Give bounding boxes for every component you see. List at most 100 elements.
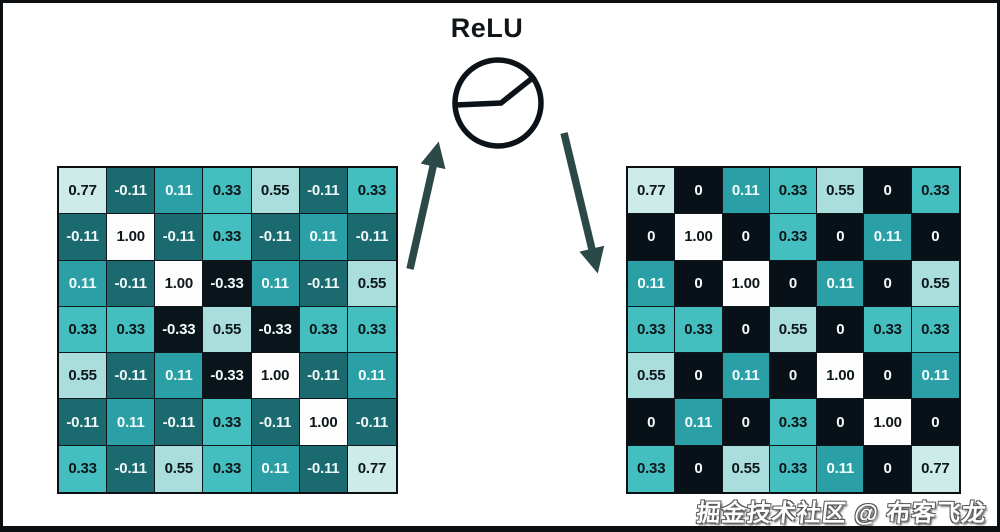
matrix-cell: 0.33 [203, 214, 252, 261]
matrix-cell: 0 [675, 168, 723, 215]
matrix-cell: 0.77 [628, 168, 676, 215]
matrix-cell: 0.77 [59, 168, 108, 215]
matrix-cell: 0 [864, 260, 912, 307]
matrix-cell: 0 [817, 306, 865, 354]
matrix-cell: 0.55 [722, 445, 770, 492]
matrix-cell: 0 [722, 306, 770, 354]
relu-diagram-graphics [406, 57, 605, 274]
matrix-cell: 0.55 [628, 353, 676, 400]
matrix-cell: -0.11 [299, 445, 348, 492]
relu-function-icon [452, 57, 544, 149]
matrix-cell: 0.33 [203, 168, 252, 215]
matrix-cell: -0.11 [107, 353, 156, 400]
matrix-cell: 0.33 [203, 399, 252, 446]
matrix-cell: 0 [864, 445, 912, 492]
matrix-cell: 0.11 [722, 168, 770, 215]
matrix-cell: 0.55 [817, 168, 865, 215]
matrix-cell: -0.11 [155, 214, 204, 261]
matrix-cell: 0 [722, 399, 770, 446]
matrix-cell: 0.33 [911, 168, 959, 215]
matrix-cell: 0 [864, 353, 912, 400]
matrix-cell: 0.55 [251, 168, 300, 215]
matrix-cell: -0.11 [299, 260, 348, 307]
matrix-cell: 0.33 [59, 306, 108, 354]
matrix-cell: 0.11 [251, 260, 300, 307]
matrix-cell: 0 [817, 399, 865, 446]
input-arrow-icon [406, 141, 446, 270]
matrix-cell: -0.11 [107, 260, 156, 307]
matrix-cell: 0 [628, 399, 676, 446]
matrix-cell: -0.11 [251, 214, 300, 261]
matrix-cell: 0.77 [347, 445, 396, 492]
matrix-cell: 0.11 [59, 260, 108, 307]
matrix-cell: 0.55 [911, 260, 959, 307]
matrix-cell: 0.33 [864, 306, 912, 354]
matrix-cell: 1.00 [299, 399, 348, 446]
matrix-cell: 0.55 [203, 306, 252, 354]
matrix-cell: 0 [628, 214, 676, 261]
matrix-cell: 0 [675, 445, 723, 492]
matrix-cell: -0.11 [347, 214, 396, 261]
matrix-cell: 0 [769, 353, 818, 400]
matrix-cell: 0.33 [769, 445, 818, 492]
matrix-cell: -0.33 [203, 260, 252, 307]
matrix-cell: 0.33 [628, 445, 676, 492]
matrix-cell: 0.11 [864, 214, 912, 261]
matrix-cell: 0 [864, 168, 912, 215]
matrix-cell: 0.33 [769, 214, 818, 261]
matrix-cell: 0.11 [155, 168, 204, 215]
matrix-cell: 0 [722, 214, 770, 261]
matrix-cell: -0.33 [155, 306, 204, 354]
matrix-cell: -0.11 [299, 168, 348, 215]
matrix-cell: 0.33 [628, 306, 676, 354]
matrix-cell: -0.11 [107, 168, 156, 215]
matrix-cell: -0.11 [155, 399, 204, 446]
matrix-cell: 0.33 [769, 168, 818, 215]
matrix-cell: 0.33 [911, 306, 959, 354]
matrix-cell: 0.55 [155, 445, 204, 492]
matrix-cell: 0.33 [107, 306, 156, 354]
matrix-cell: -0.11 [347, 399, 396, 446]
matrix-cell: 0.11 [722, 353, 770, 400]
matrix-cell: -0.11 [299, 353, 348, 400]
matrix-cell: -0.11 [59, 399, 108, 446]
matrix-cell: -0.33 [251, 306, 300, 354]
matrix-cell: 0.11 [155, 353, 204, 400]
matrix-cell: 0.11 [911, 353, 959, 400]
matrix-cell: 1.00 [864, 399, 912, 446]
matrix-cell: 0.11 [675, 399, 723, 446]
matrix-cell: 0.33 [347, 168, 396, 215]
matrix-cell: -0.11 [251, 399, 300, 446]
matrix-cell: 0.11 [817, 445, 865, 492]
matrix-cell: 0.11 [628, 260, 676, 307]
matrix-cell: 0 [675, 260, 723, 307]
matrix-cell: 0.33 [675, 306, 723, 354]
matrix-cell: 1.00 [251, 353, 300, 400]
matrix-cell: 1.00 [675, 214, 723, 261]
matrix-cell: 0.77 [911, 445, 959, 492]
matrix-cell: 0.33 [347, 306, 396, 354]
matrix-cell: -0.33 [203, 353, 252, 400]
matrix-cell: -0.11 [107, 445, 156, 492]
matrix-cell: 0.55 [769, 306, 818, 354]
matrix-cell: 0.11 [347, 353, 396, 400]
matrix-cell: 0 [911, 214, 959, 261]
matrix-cell: 0.55 [347, 260, 396, 307]
matrix-cell: 0.11 [817, 260, 865, 307]
matrix-cell: 1.00 [722, 260, 770, 307]
matrix-cell: 0 [675, 353, 723, 400]
output-arrow-icon [560, 132, 605, 274]
relu-title: ReLU [450, 13, 524, 43]
matrix-cell: 0.33 [299, 306, 348, 354]
matrix-cell: 0.11 [107, 399, 156, 446]
matrix-cell: 0.11 [299, 214, 348, 261]
matrix-cell: 0 [817, 214, 865, 261]
matrix-cell: 0.55 [59, 353, 108, 400]
matrix-cell: 1.00 [107, 214, 156, 261]
matrix-cell: 1.00 [155, 260, 204, 307]
matrix-cell: 1.00 [817, 353, 865, 400]
matrix-cell: 0.11 [251, 445, 300, 492]
